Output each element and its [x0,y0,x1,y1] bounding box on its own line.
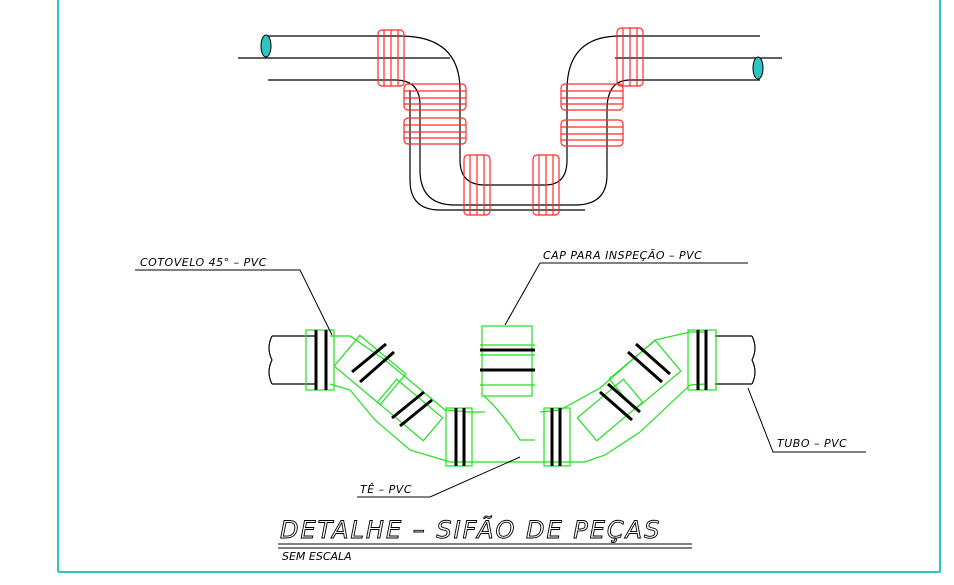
top-siphon-couplings [377,27,644,216]
bottom-siphon-assembly [268,325,756,467]
drawing-title: DETALHE – SIFÃO DE PEÇAS [280,514,661,544]
label-tubo: TUBO – PVC [777,437,847,450]
pipe-end-left-icon [260,34,272,58]
drawing-subtitle: SEM ESCALA [282,550,352,563]
leader-lines [135,262,866,498]
top-siphon-assembly [238,35,782,211]
drawing-frame [57,0,941,573]
label-te: TÊ – PVC [360,483,412,496]
label-cotovelo: COTOVELO 45° – PVC [140,256,267,269]
pipe-end-right-icon [752,56,764,80]
label-cap: CAP PARA INSPEÇÃO – PVC [543,249,702,262]
